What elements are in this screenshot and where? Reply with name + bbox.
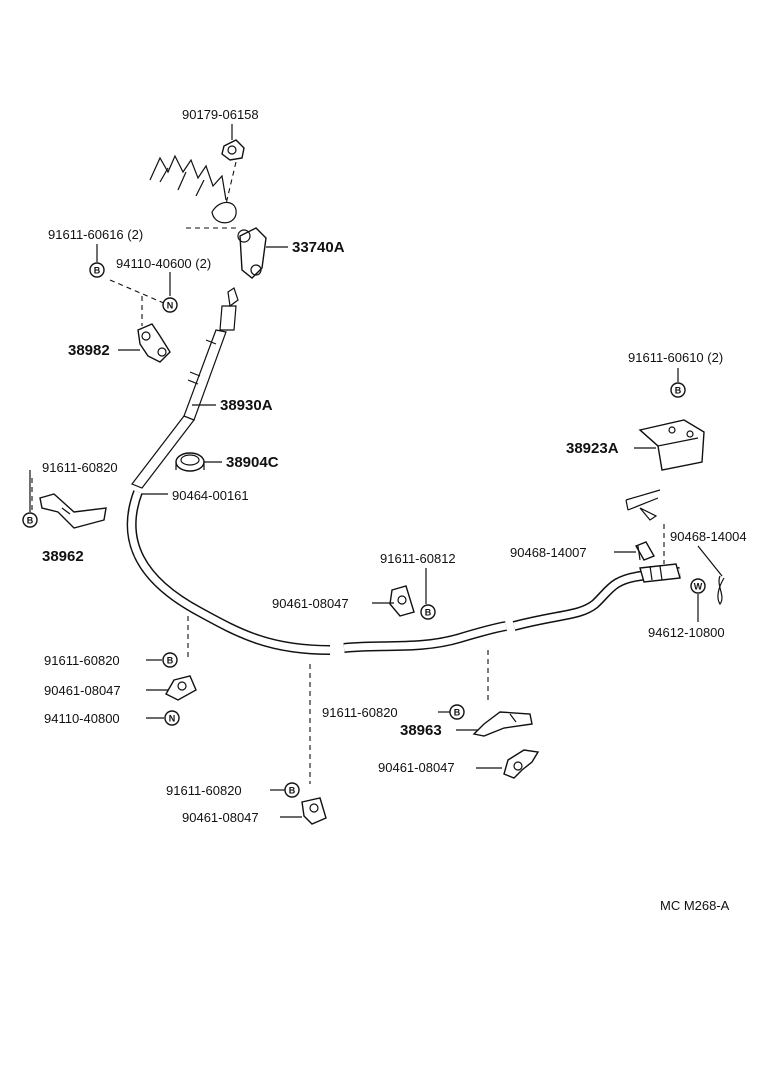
svg-text:B: B [167, 656, 174, 666]
label-38904C: 38904C [226, 454, 279, 471]
clamp-90461-left [165, 675, 197, 701]
bracket-38963 [472, 711, 533, 737]
label-90461-08047-b: 90461-08047 [378, 760, 455, 775]
svg-text:B: B [94, 266, 101, 276]
label-90464-00161: 90464-00161 [172, 488, 249, 503]
svg-text:B: B [675, 386, 682, 396]
bolt-symbol: B [284, 782, 300, 798]
label-90461-08047-mid: 90461-08047 [272, 596, 349, 611]
svg-text:N: N [169, 714, 176, 724]
bolt-symbol: B [162, 652, 178, 668]
svg-text:B: B [27, 516, 34, 526]
label-94612-10800: 94612-10800 [648, 625, 725, 640]
label-38962: 38962 [42, 548, 84, 565]
label-90468-14007: 90468-14007 [510, 545, 587, 560]
svg-text:B: B [289, 786, 296, 796]
bracket-38962 [39, 493, 107, 529]
label-38923A: 38923A [566, 440, 619, 457]
cable-end-fitting [639, 563, 681, 583]
label-90179-06158: 90179-06158 [182, 107, 259, 122]
nut-symbol: N [164, 710, 180, 726]
label-33740A: 33740A [292, 239, 345, 256]
shift-lever-bracket [149, 154, 237, 224]
label-91611-60812: 91611-60812 [380, 551, 456, 566]
label-91611-60616: 91611-60616 (2) [48, 227, 143, 242]
label-91611-60820-left: 91611-60820 [42, 460, 118, 475]
clip-90179 [221, 139, 245, 161]
bolt-symbol: B [22, 512, 38, 528]
cable-tube-middle [343, 621, 507, 653]
svg-text:B: B [425, 608, 432, 618]
washer-symbol: W [690, 578, 706, 594]
clamp-90461-bottom [301, 797, 327, 825]
clamp-90461-mid [389, 585, 415, 617]
label-91611-60820-b: 91611-60820 [322, 705, 398, 720]
leader-lines [29, 124, 723, 818]
clip-90468-14007 [634, 541, 656, 561]
label-91611-60610: 91611-60610 (2) [628, 350, 723, 365]
clamp-38982 [137, 323, 171, 363]
label-90468-14004: 90468-14004 [670, 529, 747, 544]
label-91611-60820-c: 91611-60820 [166, 783, 242, 798]
grommet-38904C [175, 452, 205, 472]
label-91611-60820-a: 91611-60820 [44, 653, 120, 668]
cable-tube-left [126, 490, 331, 655]
pin-90468-14004 [717, 575, 725, 606]
bolt-symbol: B [420, 604, 436, 620]
bolt-symbol: B [89, 262, 105, 278]
bracket-38923A [638, 419, 705, 471]
label-94110-40600: 94110-40600 (2) [116, 256, 211, 271]
svg-text:W: W [694, 582, 703, 592]
label-94110-40800: 94110-40800 [44, 711, 120, 726]
svg-text:N: N [167, 301, 174, 311]
footer-code: MC M268-A [660, 898, 730, 913]
label-38982: 38982 [68, 342, 110, 359]
label-90461-08047-c: 90461-08047 [182, 810, 259, 825]
label-90461-08047-a: 90461-08047 [44, 683, 121, 698]
bolt-symbol: B [670, 382, 686, 398]
svg-text:B: B [454, 708, 461, 718]
bolt-symbol: B [449, 704, 465, 720]
transmission-lever [625, 489, 661, 521]
cable-tube-right [512, 567, 681, 631]
label-38963: 38963 [400, 722, 442, 739]
cable-38930A [131, 287, 239, 489]
clamp-90461-lower-right [503, 749, 540, 779]
label-38930A: 38930A [220, 397, 273, 414]
nut-symbol: N [162, 297, 178, 313]
cable-end-33740A [237, 227, 267, 279]
